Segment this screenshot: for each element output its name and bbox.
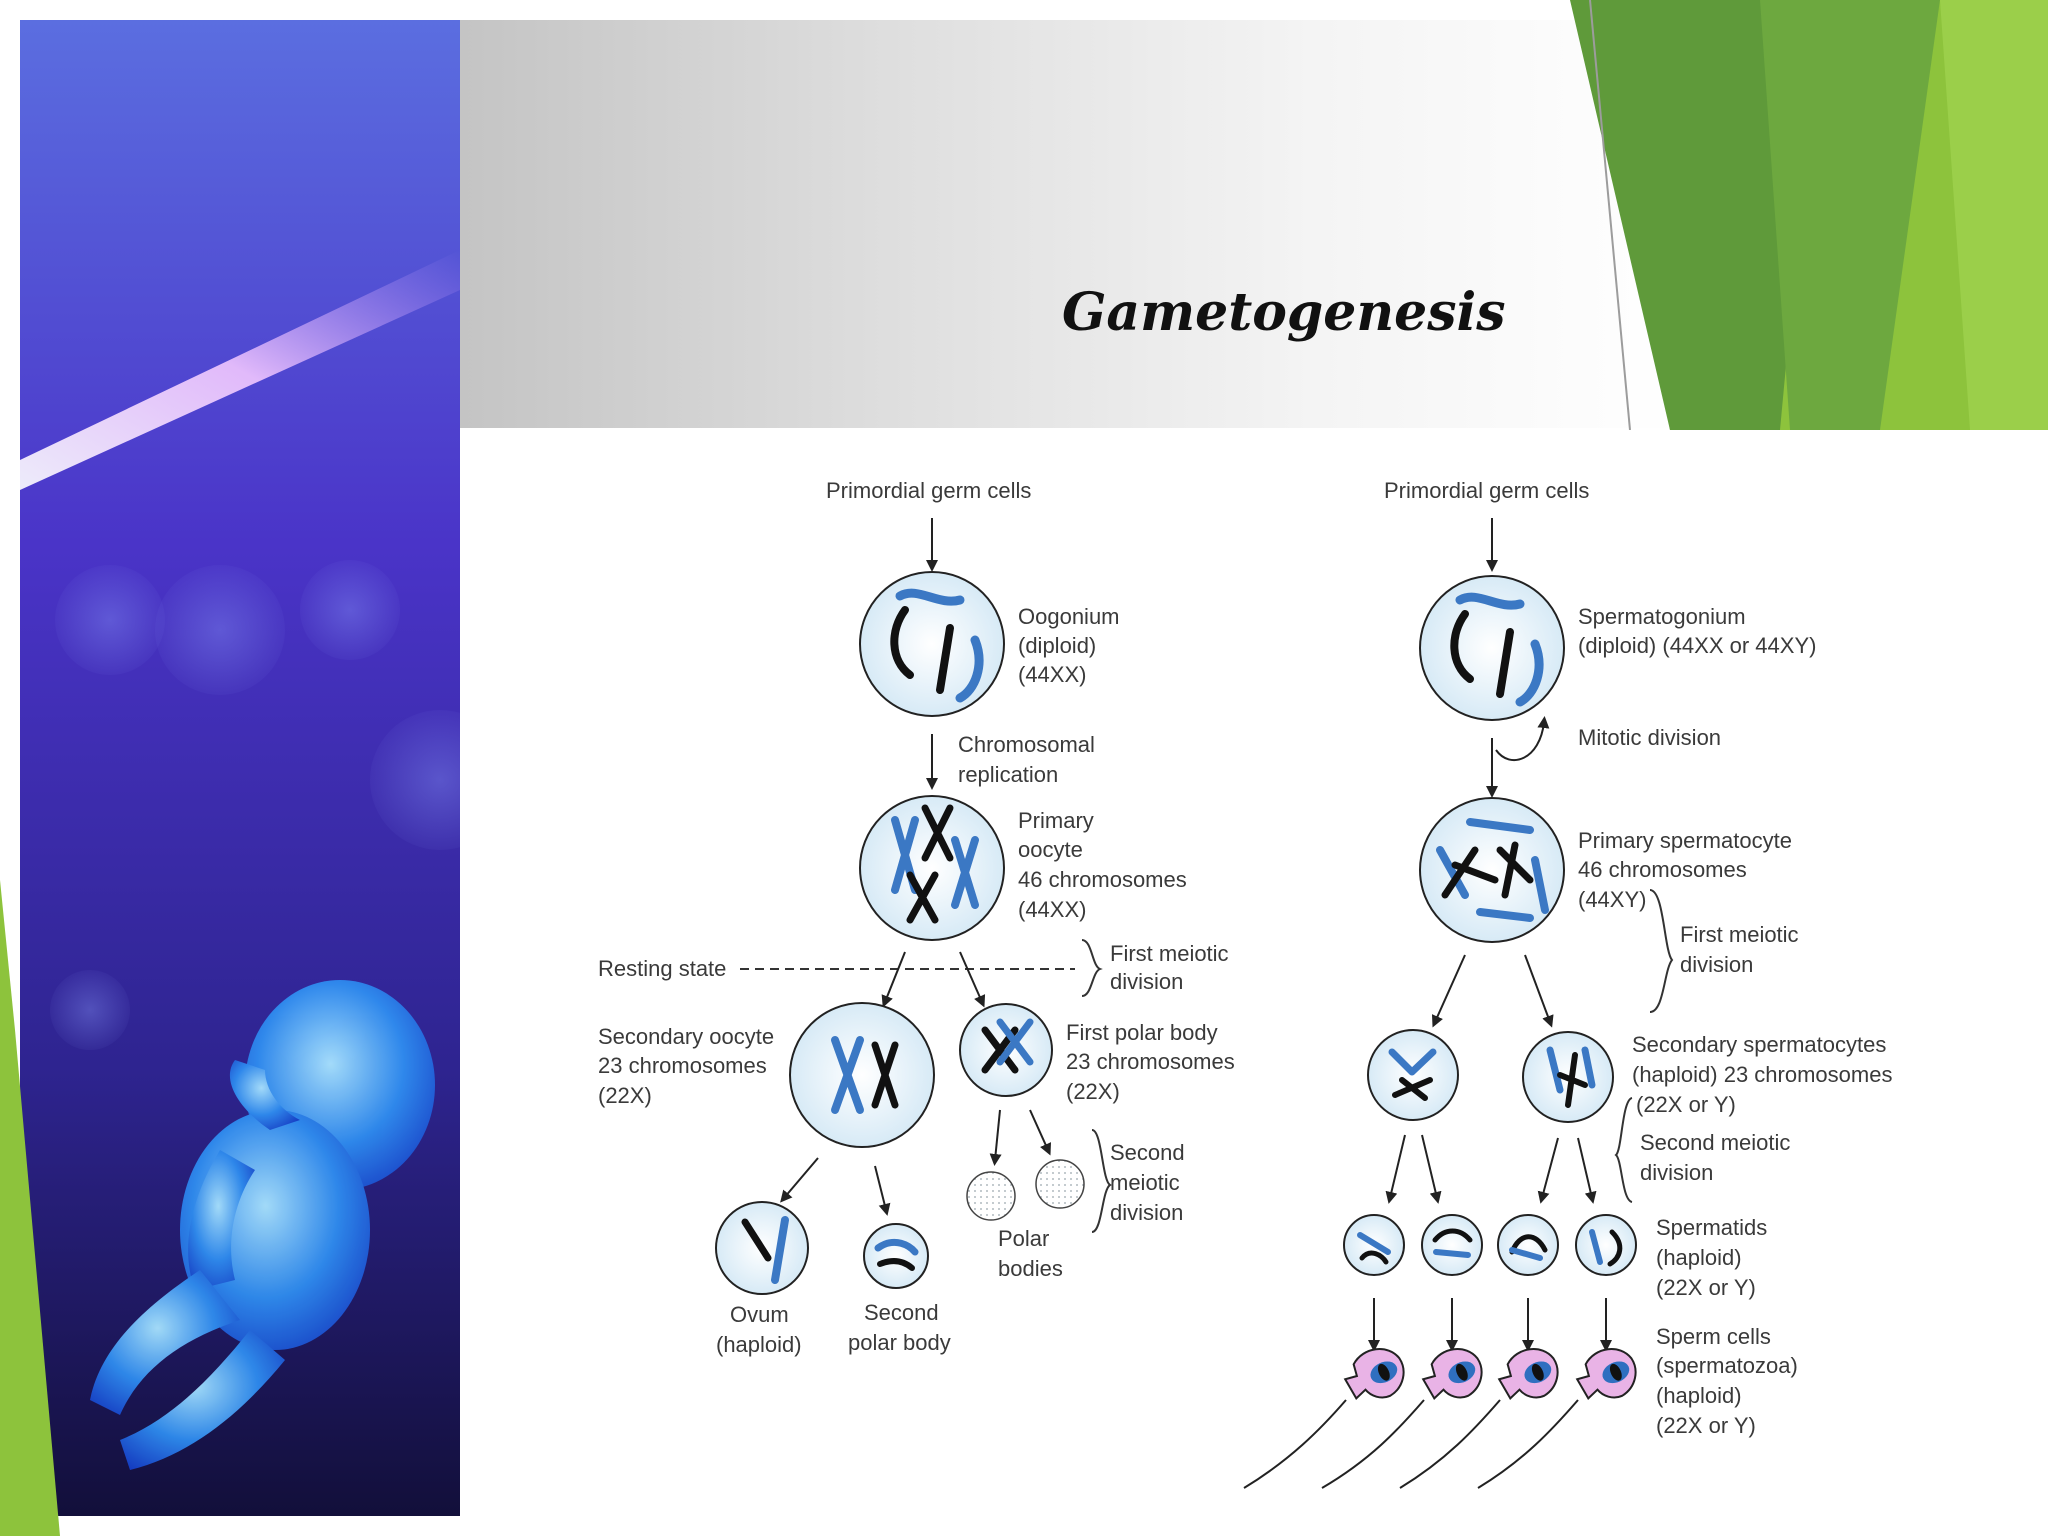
spermatid-cell-1 <box>1343 1214 1405 1276</box>
sperm-cell-3 <box>1399 1339 1568 1489</box>
primary-oocyte-label-2: oocyte <box>1018 837 1083 862</box>
spermatid-cell-4 <box>1575 1214 1637 1276</box>
mitotic-division-label: Mitotic division <box>1578 725 1721 750</box>
primary-spermatocyte-label-2: 46 chromosomes <box>1578 857 1747 882</box>
secondary-oocyte-label-2: 23 chromosomes <box>598 1053 767 1078</box>
sperm-primordial-germ-cells-label: Primordial germ cells <box>1384 478 1589 503</box>
second-polar-body-label-1: Second <box>864 1300 939 1325</box>
primary-spermatocyte-label-3: (44XY) <box>1578 887 1646 912</box>
primary-oocyte-cell <box>859 795 1005 941</box>
sperm-cells-label-2: (spermatozoa) <box>1656 1353 1798 1378</box>
first-polar-body-label-2: 23 chromosomes <box>1066 1049 1235 1074</box>
spermatid-cell-2 <box>1421 1214 1483 1276</box>
sperm-cells-label-3: (haploid) <box>1656 1383 1742 1408</box>
oo-second-meiotic-1: Second <box>1110 1140 1185 1165</box>
first-polar-body-label-3: (22X) <box>1066 1079 1120 1104</box>
oogonium-label-1: Oogonium <box>1018 604 1120 629</box>
polar-bodies-label-1: Polar <box>998 1226 1049 1251</box>
spermatogenesis-branch: Primordial germ cells Spermatogonium (di… <box>1243 478 1892 1489</box>
sperm-cell-2 <box>1321 1339 1492 1489</box>
oogonium-cell <box>859 571 1005 717</box>
spermatogonium-label-1: Spermatogonium <box>1578 604 1746 629</box>
fetus-space-image <box>20 20 460 1516</box>
title-band <box>460 20 1680 428</box>
oogenesis-branch: Primordial germ cells Oogonium (diploid)… <box>598 478 1235 1357</box>
sperm-cell-4 <box>1477 1339 1646 1489</box>
spermatid-cell-3 <box>1497 1214 1559 1276</box>
second-polar-body-label-2: polar body <box>848 1330 951 1355</box>
oo-first-meiotic-2: division <box>1110 969 1183 994</box>
ovum-label-2: (haploid) <box>716 1332 802 1357</box>
sp-second-meiotic-2: division <box>1640 1160 1713 1185</box>
secondary-oocyte-label-1: Secondary oocyte <box>598 1024 774 1049</box>
primary-spermatocyte-label-1: Primary spermatocyte <box>1578 828 1792 853</box>
green-accent-shape <box>1570 0 2048 430</box>
primary-oocyte-label-3: 46 chromosomes <box>1018 867 1187 892</box>
oogonium-label-3: (44XX) <box>1018 662 1086 687</box>
primordial-germ-cells-label: Primordial germ cells <box>826 478 1031 503</box>
sp-first-meiotic-1: First meiotic <box>1680 922 1799 947</box>
green-accent-shape-left <box>0 880 60 1536</box>
secondary-oocyte-cell <box>789 1002 935 1148</box>
slide-title: Gametogenesis <box>1062 282 1506 343</box>
spermatids-label-3: (22X or Y) <box>1656 1275 1756 1300</box>
chromosomal-replication-1: Chromosomal <box>958 732 1095 757</box>
polar-body-2 <box>1035 1159 1085 1209</box>
spermatids-label-2: (haploid) <box>1656 1245 1742 1270</box>
polar-bodies-label-2: bodies <box>998 1256 1063 1281</box>
first-polar-body-label-1: First polar body <box>1066 1020 1218 1045</box>
sp-second-meiotic-1: Second meiotic <box>1640 1130 1790 1155</box>
secondary-spermatocyte-cell-1 <box>1367 1029 1459 1121</box>
sperm-cells-label-1: Sperm cells <box>1656 1324 1771 1349</box>
ovum-cell <box>715 1201 809 1295</box>
oogonium-label-2: (diploid) <box>1018 633 1096 658</box>
primary-oocyte-label-1: Primary <box>1018 808 1094 833</box>
sperm-cell-1 <box>1243 1339 1414 1489</box>
oo-second-meiotic-2: meiotic <box>1110 1170 1180 1195</box>
oo-second-meiotic-3: division <box>1110 1200 1183 1225</box>
spermatids-label-1: Spermatids <box>1656 1215 1767 1240</box>
secondary-spermatocytes-label-2: (haploid) 23 chromosomes <box>1632 1062 1892 1087</box>
chromosomal-replication-2: replication <box>958 762 1058 787</box>
secondary-spermatocytes-label-1: Secondary spermatocytes <box>1632 1032 1886 1057</box>
spermatogonium-cell <box>1419 575 1565 721</box>
secondary-spermatocytes-label-3: (22X or Y) <box>1636 1092 1736 1117</box>
sp-first-meiotic-2: division <box>1680 952 1753 977</box>
oo-first-meiotic-1: First meiotic <box>1110 941 1229 966</box>
spermatogonium-label-2: (diploid) (44XX or 44XY) <box>1578 633 1816 658</box>
sperm-cells-label-4: (22X or Y) <box>1656 1413 1756 1438</box>
resting-state-label: Resting state <box>598 956 726 981</box>
first-polar-body-cell <box>959 1003 1053 1097</box>
ovum-label-1: Ovum <box>730 1302 789 1327</box>
primary-spermatocyte-cell <box>1419 797 1565 943</box>
secondary-spermatocyte-cell-2 <box>1522 1031 1614 1123</box>
secondary-oocyte-label-3: (22X) <box>598 1083 652 1108</box>
polar-body-1 <box>966 1171 1016 1221</box>
second-polar-body-cell <box>863 1223 929 1289</box>
primary-oocyte-label-4: (44XX) <box>1018 897 1086 922</box>
